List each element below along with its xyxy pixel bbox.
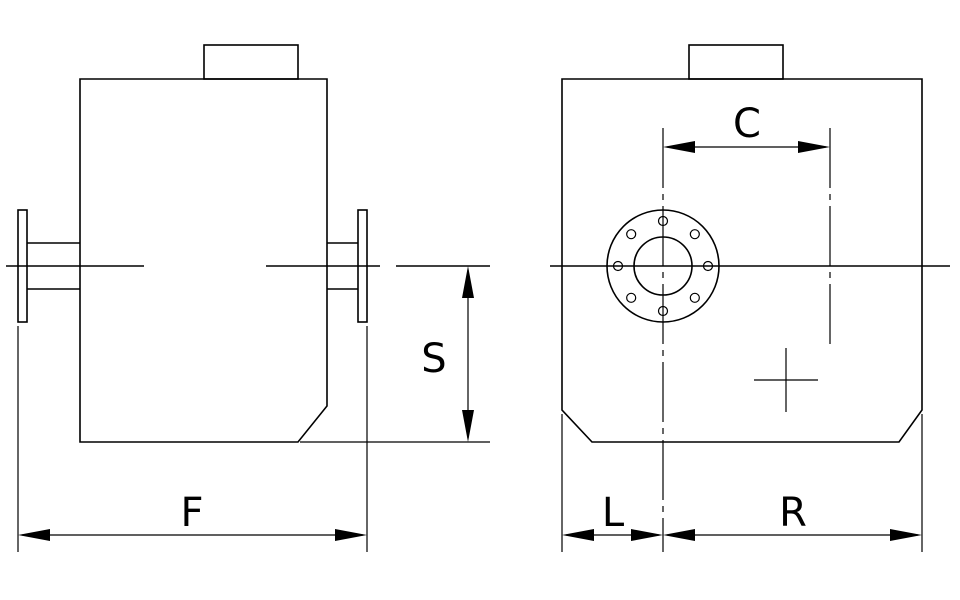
dimension-c: C bbox=[663, 101, 830, 153]
dimension-f: F bbox=[17, 326, 368, 552]
side-view-top-cap bbox=[203, 44, 299, 80]
bolt-hole bbox=[689, 229, 700, 240]
dimension-s: S bbox=[300, 266, 490, 443]
bolt-hole bbox=[626, 292, 637, 303]
side-view-body bbox=[79, 78, 328, 443]
dimension-c-label: C bbox=[733, 101, 761, 147]
bolt-hole bbox=[626, 229, 637, 240]
dimension-l-label: L bbox=[602, 490, 625, 536]
bolt-hole bbox=[689, 292, 700, 303]
dimension-r: R bbox=[663, 414, 923, 552]
front-view-top-cap bbox=[688, 44, 784, 80]
front-view-body bbox=[561, 78, 923, 443]
dimension-r-label: R bbox=[779, 490, 807, 536]
side-view: S F bbox=[6, 44, 490, 552]
dimension-s-label: S bbox=[421, 336, 446, 382]
dimension-f-label: F bbox=[180, 490, 203, 536]
front-view: C L R bbox=[550, 44, 950, 552]
crosshair-mark bbox=[754, 348, 818, 412]
dimension-l: L bbox=[561, 414, 663, 552]
